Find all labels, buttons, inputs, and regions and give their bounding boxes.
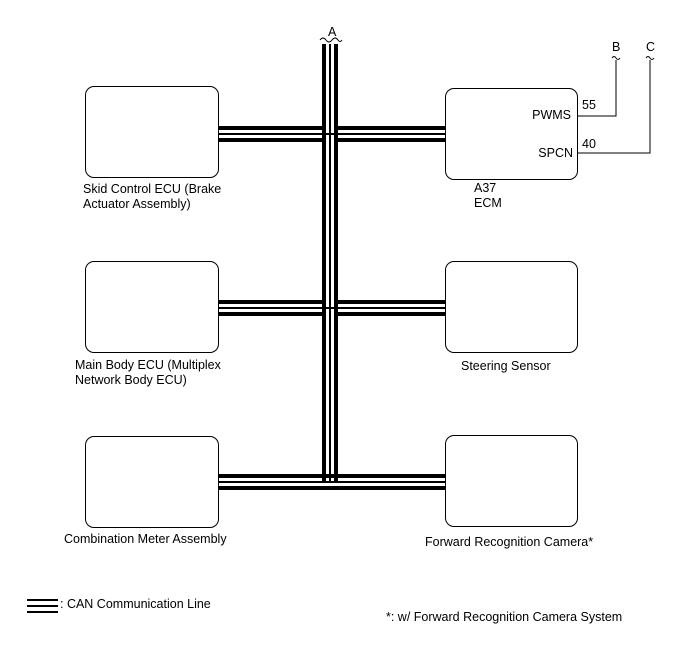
ecm-code: A37: [474, 181, 497, 195]
connector-b-break-mark: [611, 56, 621, 60]
ecm-pin-pwms-name: PWMS: [532, 108, 571, 122]
ecm-label: A37 ECM: [474, 181, 502, 211]
footnote: *: w/ Forward Recognition Camera System: [386, 610, 623, 624]
connector-a-label: A: [328, 25, 337, 39]
skid-control-ecu-label-line1: Skid Control ECU (Brake: [83, 182, 222, 196]
main-body-ecu-label-line1: Main Body ECU (Multiplex: [75, 358, 221, 372]
legend-can-label: : CAN Communication Line: [60, 597, 211, 611]
steering-sensor-box: [445, 261, 578, 353]
connector-a-break-mark: [319, 37, 343, 43]
skid-control-ecu-label-line2: Actuator Assembly): [83, 197, 191, 211]
connector-c-label: C: [646, 40, 656, 54]
ecm-pin-pwms-number: 55: [582, 98, 596, 112]
combination-meter-box: [85, 436, 219, 528]
ecm-pin-spcn-number: 40: [582, 137, 596, 151]
skid-control-ecu-box: [85, 86, 219, 178]
connector-b-label: B: [612, 40, 621, 54]
forward-camera-label: Forward Recognition Camera*: [425, 535, 594, 549]
ecm-pin-spcn-name: SPCN: [538, 146, 573, 160]
main-body-ecu-label: Main Body ECU (Multiplex Network Body EC…: [75, 358, 221, 388]
combination-meter-label: Combination Meter Assembly: [64, 532, 227, 546]
forward-camera-box: [445, 435, 578, 527]
spcn-wire: [578, 60, 651, 154]
skid-control-ecu-label: Skid Control ECU (Brake Actuator Assembl…: [83, 182, 221, 212]
main-body-ecu-box: [85, 261, 219, 353]
can-branch-lines: [219, 126, 445, 490]
main-body-ecu-label-line2: Network Body ECU): [75, 373, 187, 387]
can-main-trunk: [322, 44, 338, 482]
connector-c-break-mark: [645, 56, 655, 60]
pwms-wire: [578, 60, 617, 117]
ecm-name: ECM: [474, 196, 502, 210]
can-center-conductors: [219, 44, 445, 483]
ecm-box: PWMS SPCN: [445, 88, 578, 180]
legend-can-symbol: [27, 599, 58, 613]
steering-sensor-label: Steering Sensor: [461, 359, 551, 373]
